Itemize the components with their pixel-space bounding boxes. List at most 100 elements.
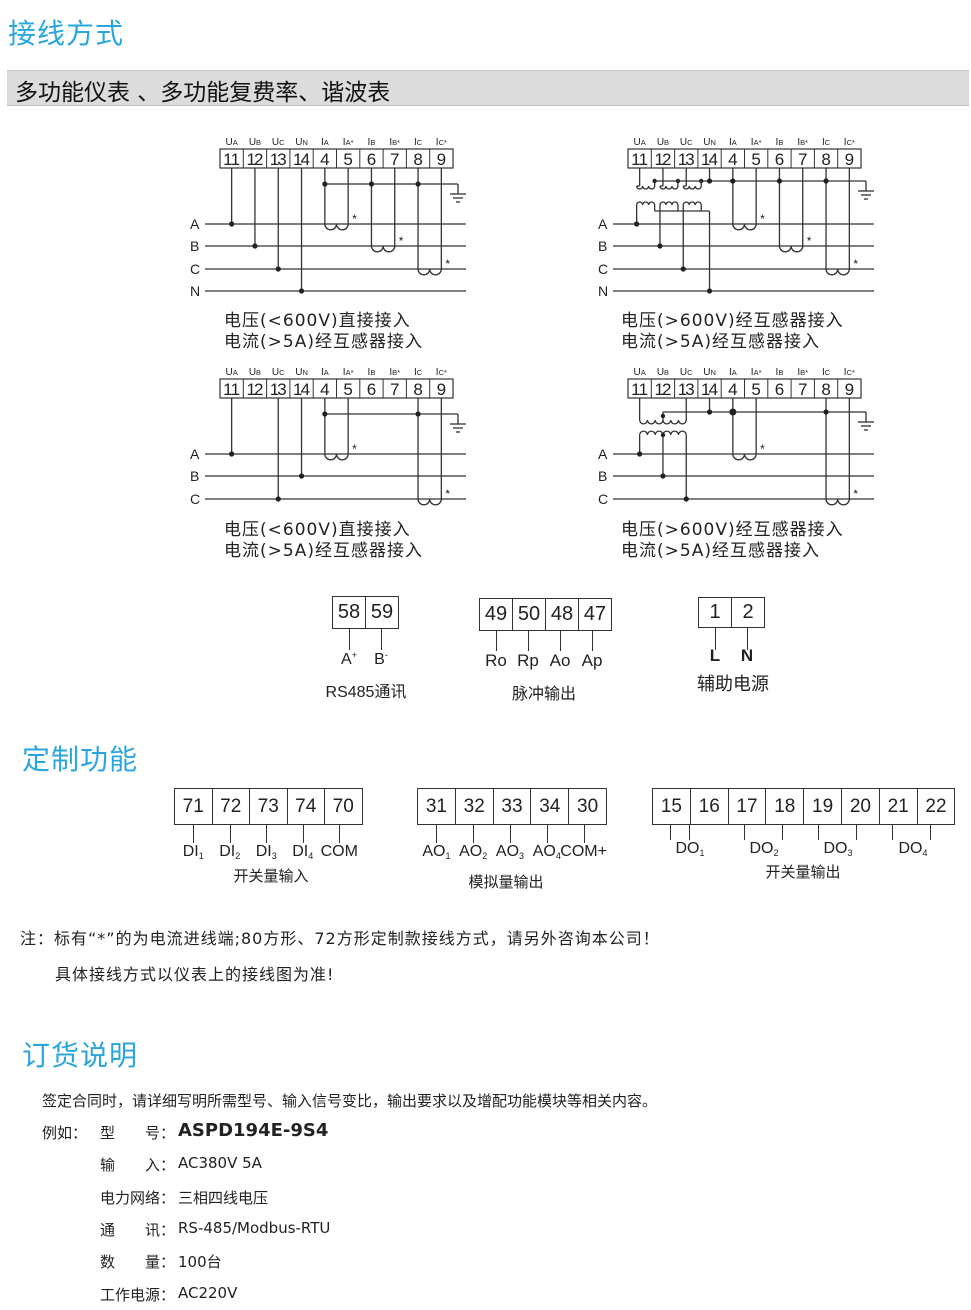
signal-name: N: [740, 646, 754, 665]
phase-label: B: [190, 468, 199, 484]
diagram-caption: 电流(>5A)经互感器接入: [224, 332, 423, 352]
signal-superscript: -: [384, 650, 388, 660]
terminal-label: IC: [414, 367, 423, 378]
terminal-number: 11: [223, 380, 240, 399]
terminal-signal-label: COM+: [560, 843, 607, 861]
signal-subscript: 4: [922, 848, 928, 858]
polarity-star: *: [760, 212, 765, 226]
terminal-number: 31: [425, 795, 447, 817]
diagram-caption: 电压(<600V)直接接入: [224, 520, 411, 540]
terminal-number: 6: [367, 380, 376, 399]
note-line-1: 注：标有“*”的为电流进线端;80方形、72方形定制款接线方式，请另外咨询本公司…: [20, 929, 660, 948]
terminal-label: IB*: [797, 367, 808, 378]
terminal-number: 5: [751, 380, 760, 399]
junction-dot: [823, 178, 829, 184]
terminal-label: IB: [776, 367, 784, 378]
phase-label: A: [190, 216, 200, 232]
terminal-label: UB: [249, 137, 261, 148]
terminal-lead: [856, 825, 857, 840]
diagram-caption: 电流(>5A)经互感器接入: [621, 332, 820, 352]
order-intro: 签定合同时，请详细写明所需型号、输入信号变比，输出要求以及增配功能模块等相关内容…: [42, 1092, 658, 1110]
signal-subscript: 1: [445, 851, 451, 861]
polarity-star: *: [352, 212, 357, 226]
terminal-lead: [670, 825, 671, 840]
phase-label: B: [190, 238, 199, 254]
terminal-label: IA*: [343, 367, 354, 378]
transformer-coil: [825, 498, 850, 506]
terminal-label: IC: [414, 137, 423, 148]
terminal-number: 14: [293, 150, 310, 169]
terminal-label: IB*: [389, 367, 400, 378]
terminal-number: 7: [390, 380, 399, 399]
terminal-number: 21: [878, 789, 917, 824]
signal-subscript: 3: [519, 851, 525, 861]
terminal-number: 8: [821, 380, 830, 399]
junction-dot: [730, 178, 736, 184]
terminal-number: 73: [249, 789, 287, 824]
terminal-lead: [339, 825, 341, 843]
terminal-number: 8: [413, 150, 422, 169]
order-field-value: 100台: [178, 1253, 222, 1272]
polarity-star: *: [807, 234, 812, 248]
terminal-number: 1: [709, 601, 721, 623]
order-field-label: 型 号：: [100, 1124, 176, 1142]
terminal-label: UA: [634, 367, 646, 378]
terminal-lead: [560, 631, 561, 651]
terminal-lead: [818, 825, 819, 840]
signal-name: Rp: [517, 651, 539, 670]
terminal-label: IB: [368, 137, 376, 148]
terminal-label: IB: [368, 367, 376, 378]
subtitle-bar: 多功能仪表 、多功能复费率、谐波表: [7, 70, 969, 106]
terminal-number: 7: [798, 380, 807, 399]
terminal-number: 5: [343, 380, 352, 399]
terminal-number: 12: [246, 150, 263, 169]
terminal-lead: [592, 631, 593, 651]
signal-name: Ao: [549, 651, 571, 670]
polarity-star: *: [352, 442, 357, 456]
terminal-label: UN: [703, 137, 716, 148]
junction-dot: [706, 288, 713, 294]
terminal-number: 33: [492, 789, 531, 824]
terminal-number: 7: [390, 150, 399, 169]
signal-name: L: [709, 646, 721, 665]
terminal-number: 49: [484, 603, 508, 625]
transformer-coil: [778, 245, 804, 253]
terminal-number: 9: [437, 380, 446, 399]
terminal-signal-label: Ap: [582, 651, 603, 671]
phase-label: C: [190, 261, 200, 277]
terminal-lead: [528, 631, 529, 651]
polarity-star: *: [445, 257, 450, 271]
order-field-label: 工作电源：: [100, 1285, 176, 1304]
terminal-signal-label: AO1: [422, 843, 450, 861]
terminal-number: 34: [530, 789, 568, 824]
terminal-lead: [436, 825, 438, 843]
signal-subscript: 2: [482, 851, 488, 861]
rs485-title: RS485通讯: [325, 684, 407, 701]
terminal-number: 72: [211, 789, 250, 824]
terminal-signal-label: DI2: [219, 843, 240, 861]
terminal-number: 8: [821, 150, 830, 169]
transformer-coil: [417, 268, 442, 276]
terminal-label: IB: [776, 137, 784, 148]
terminal-number: 59: [365, 597, 398, 628]
transformer-coil: [825, 268, 850, 276]
terminal-label: UN: [703, 367, 716, 378]
terminal-number: 74: [286, 789, 325, 824]
junction-dot: [275, 496, 281, 502]
terminal-number: 2: [731, 598, 764, 627]
terminal-lead: [583, 825, 585, 843]
terminal-signal-label: DO2: [749, 840, 778, 858]
junction-dot: [415, 411, 421, 417]
terminal-signal-label: DI3: [256, 843, 277, 861]
terminal-lead: [930, 825, 931, 840]
signal-name: DI: [255, 843, 272, 860]
junction-dot: [229, 451, 235, 457]
signal-subscript: 2: [235, 851, 241, 861]
transformer-primary-coil: [659, 201, 679, 206]
junction-dot: [322, 411, 328, 417]
terminal-number: 12: [654, 380, 671, 399]
signal-name: DI: [219, 843, 236, 860]
